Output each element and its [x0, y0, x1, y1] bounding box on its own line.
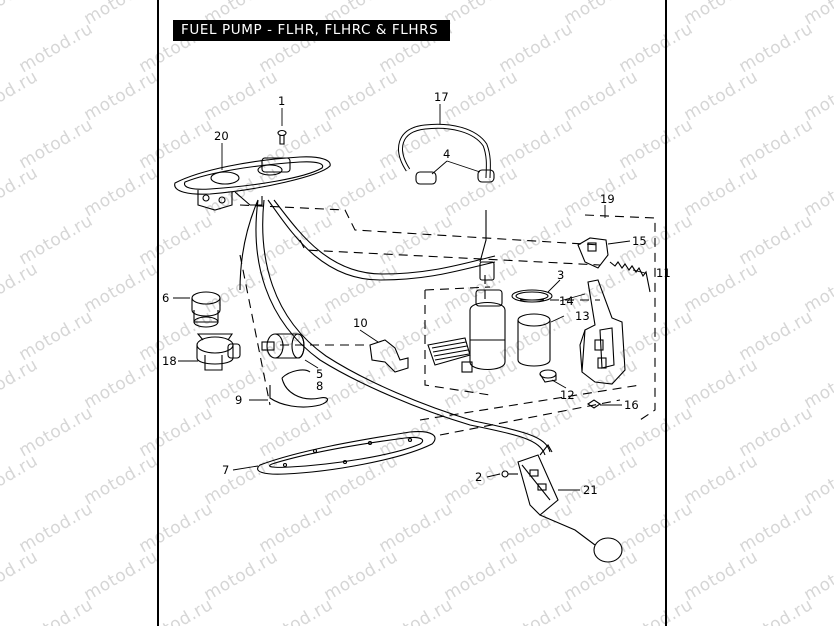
part-13-sleeve	[517, 313, 551, 367]
callout-13: 13	[575, 309, 590, 323]
callout-6: 6	[162, 291, 169, 305]
callout-3: 3	[557, 268, 564, 282]
callout-14: 14	[559, 294, 574, 308]
part-9-wire	[269, 369, 329, 408]
part-16-nut	[587, 399, 601, 409]
part-1-screw	[277, 129, 287, 145]
part-10-bracket	[369, 339, 409, 373]
callout-8: 8	[316, 379, 323, 393]
part-18-fitting	[196, 333, 241, 371]
callout-21: 21	[583, 483, 598, 497]
callout-labels: 1 2 3 4 5 6 7 8 9 10 11 12 13 14 15 16 1…	[162, 90, 671, 497]
wire-harness	[239, 199, 551, 456]
part-19-bracket-assembly	[579, 279, 626, 385]
fuel-pump-body	[427, 261, 506, 373]
callout-15: 15	[632, 234, 647, 248]
callout-2: 2	[475, 470, 482, 484]
callout-19: 19	[600, 192, 615, 206]
part-5-filter	[261, 333, 305, 359]
callout-9: 9	[235, 393, 242, 407]
assembly-guide-lines	[239, 204, 656, 436]
callout-16: 16	[624, 398, 639, 412]
callout-1: 1	[278, 94, 285, 108]
callout-7: 7	[222, 463, 229, 477]
part-4-clamps	[415, 169, 495, 185]
callout-20: 20	[214, 129, 229, 143]
diagram-frame	[157, 0, 667, 626]
callout-5: 5	[316, 367, 323, 381]
part-17-fuel-hose	[398, 123, 491, 179]
part-3-clip	[511, 289, 553, 303]
part-6-regulator	[191, 291, 221, 328]
part-2-screw	[501, 470, 518, 478]
part-7-gasket	[257, 431, 436, 475]
callout-4: 4	[443, 147, 450, 161]
callout-12: 12	[560, 388, 575, 402]
part-15-bracket	[577, 237, 609, 269]
callout-11: 11	[656, 266, 671, 280]
callout-10: 10	[353, 316, 368, 330]
page-title: FUEL PUMP - FLHR, FLHRC & FLHRS	[173, 20, 450, 41]
part-20-mounting-plate	[174, 156, 331, 211]
callout-17: 17	[434, 90, 449, 104]
leader-lines	[173, 104, 646, 491]
callout-18: 18	[162, 354, 177, 368]
part-21-sending-unit	[517, 444, 623, 563]
part-12-grommet	[539, 369, 557, 383]
part-11-spring	[609, 261, 651, 293]
